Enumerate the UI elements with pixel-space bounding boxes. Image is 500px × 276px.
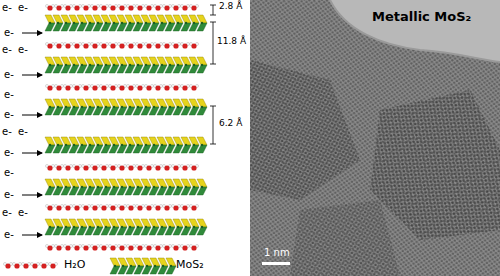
water-layer xyxy=(46,245,199,251)
mos2-layer xyxy=(45,15,207,31)
electron-label: e- xyxy=(4,189,14,200)
tem-image xyxy=(250,0,500,276)
electron-label: e- xyxy=(18,44,28,55)
dimension-label: 11.8 Å xyxy=(217,37,246,47)
electron-label: e- xyxy=(2,207,12,218)
water-layer xyxy=(46,5,199,11)
mos2-layer xyxy=(110,258,176,274)
electron-label: e- xyxy=(2,44,12,55)
water-layer xyxy=(46,85,199,91)
electron-label: e- xyxy=(4,89,14,100)
electron-label: e- xyxy=(4,229,14,240)
electron-label: e- xyxy=(18,207,28,218)
electron-label: e- xyxy=(4,27,14,38)
metallic-region xyxy=(330,0,500,62)
water-layer xyxy=(46,165,199,171)
water-layer xyxy=(46,205,199,211)
mos2-layer xyxy=(45,179,207,195)
water-layer xyxy=(4,263,58,269)
mos2-layer xyxy=(45,57,207,73)
electron-label: e- xyxy=(2,126,12,137)
electron-label: e- xyxy=(4,109,14,120)
legend-text: H₂O xyxy=(64,259,85,271)
mos2-layer xyxy=(45,219,207,235)
mos2-layer xyxy=(45,137,207,153)
legend-text: MoS₂ xyxy=(176,259,204,271)
electron-label: e- xyxy=(4,69,14,80)
electron-label: e- xyxy=(18,2,28,13)
electron-label: e- xyxy=(2,2,12,13)
electron-label: e- xyxy=(4,147,14,158)
dimension-label: 2.8 Å xyxy=(219,2,242,12)
mos2-layer xyxy=(45,99,207,115)
lattice-domain xyxy=(370,90,500,240)
electron-label: e- xyxy=(18,126,28,137)
edge xyxy=(330,0,500,62)
electron-label: e- xyxy=(4,167,14,178)
scale-bar xyxy=(262,262,290,265)
lattice-domain xyxy=(290,200,400,276)
region-label: Metallic MoS₂ xyxy=(372,10,471,24)
scale-label: 1 nm xyxy=(264,247,290,258)
dimension-label: 6.2 Å xyxy=(219,119,242,129)
lattice xyxy=(250,0,500,276)
water-layer xyxy=(46,43,199,49)
lattice-domain xyxy=(250,60,360,200)
